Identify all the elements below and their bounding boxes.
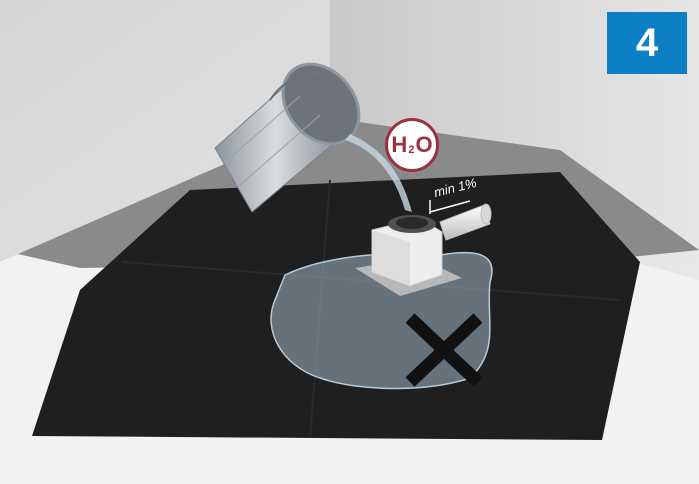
- formula-subscript: 2: [408, 144, 414, 156]
- step-number-badge: 4: [607, 12, 687, 74]
- formula-suffix: O: [415, 132, 432, 158]
- formula-element: H: [391, 132, 407, 158]
